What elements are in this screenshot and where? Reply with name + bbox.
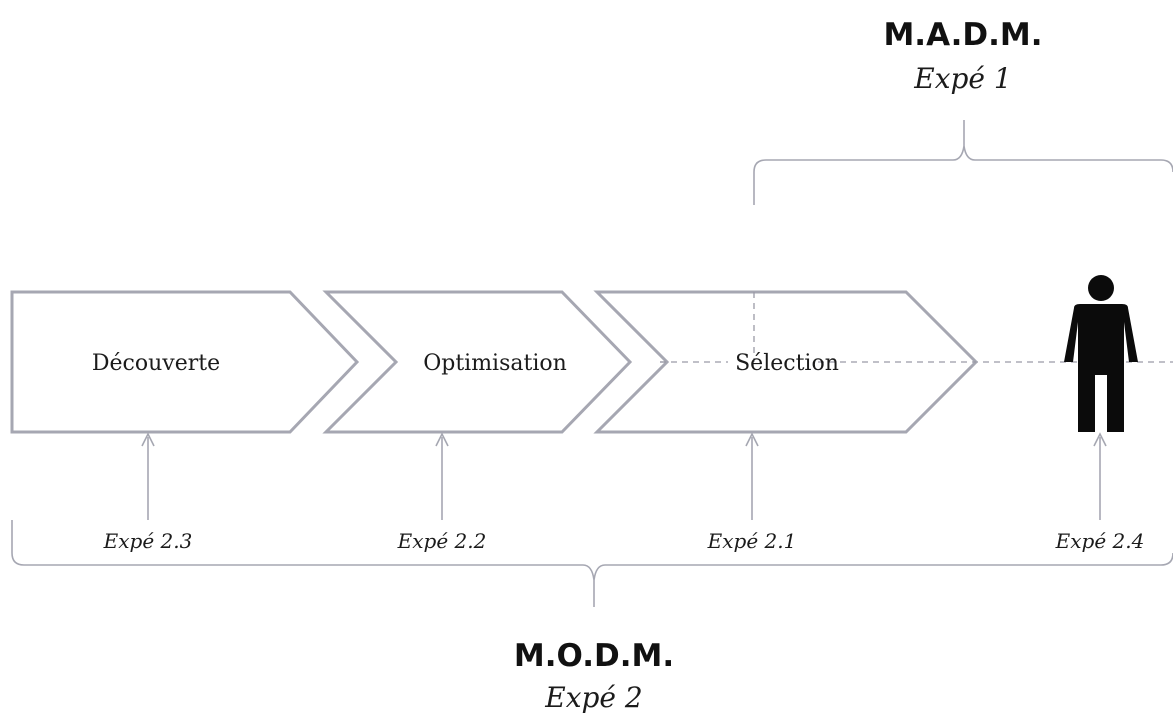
stage-decouverte-label: Découverte [92, 351, 220, 376]
stage-decouverte-shape [10, 290, 360, 434]
expe-2-1-label: Expé 2.1 [707, 529, 797, 553]
arrow-expe-2-2 [435, 432, 449, 520]
expe-2-2-label: Expé 2.2 [397, 529, 487, 553]
modm-title: M.O.D.M. [514, 638, 674, 674]
person-icon [1064, 275, 1138, 432]
arrow-expe-2-1 [745, 432, 759, 520]
stage-optimisation-label: Optimisation [423, 351, 567, 376]
modm-subtitle: Expé 2 [544, 681, 642, 714]
arrow-expe-2-4 [1093, 432, 1107, 520]
stage-optimisation-shape [322, 290, 633, 434]
modm-brace [11, 520, 1173, 607]
arrow-expe-2-3 [141, 432, 155, 520]
stage-decouverte: Découverte [10, 290, 360, 434]
stage-selection-label: Sélection [735, 351, 839, 376]
stage-selection: Sélection [593, 290, 979, 434]
person-head [1088, 275, 1114, 301]
madm-subtitle: Expé 1 [913, 62, 1011, 95]
stage-optimisation: Optimisation [322, 290, 633, 434]
expe-2-4-label: Expé 2.4 [1055, 529, 1145, 553]
expe-2-3-label: Expé 2.3 [103, 529, 193, 553]
stage-selection-shape [593, 290, 979, 434]
madm-title: M.A.D.M. [883, 17, 1042, 53]
person-body [1064, 304, 1138, 432]
madm-brace [753, 120, 1173, 205]
